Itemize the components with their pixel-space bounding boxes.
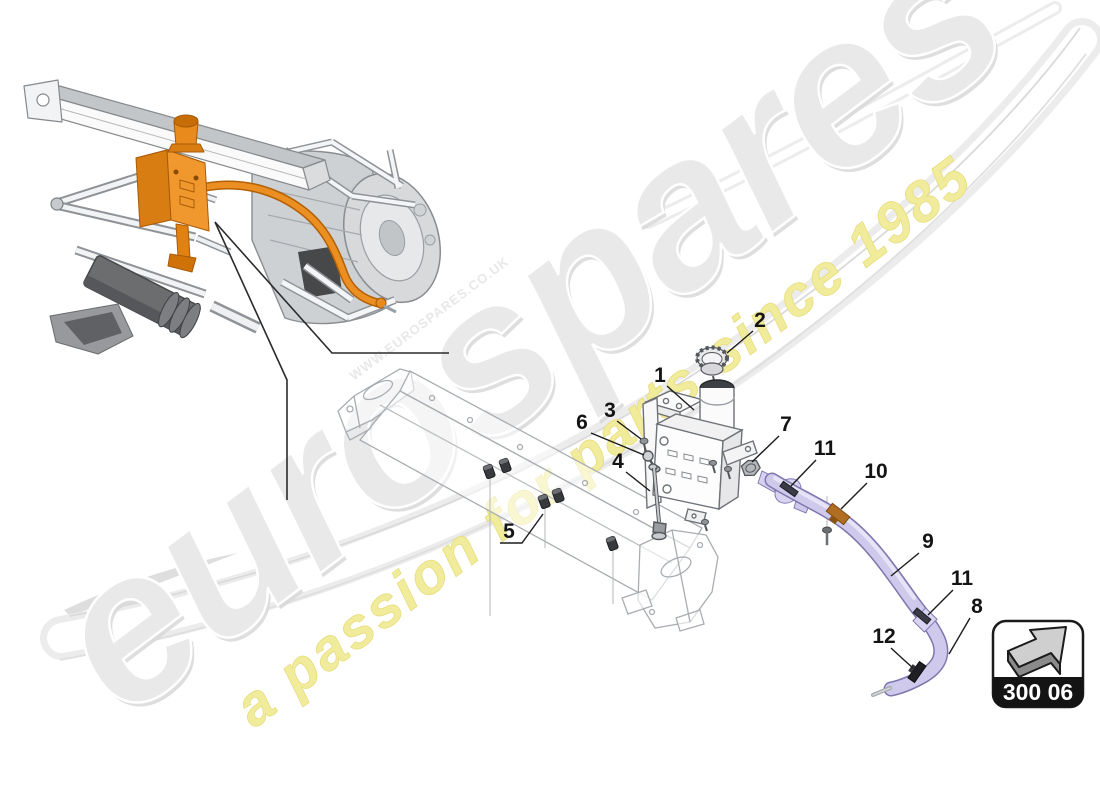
callout-7: 7 (751, 413, 792, 463)
callout-3: 3 (604, 399, 642, 440)
callout-5-label: 5 (503, 520, 515, 543)
clamp-screw (822, 526, 832, 545)
reservoir-assembly (639, 345, 758, 541)
part-code-label: 300 06 (1003, 679, 1073, 705)
callout-11b: 11 (927, 567, 974, 616)
hose-nut (740, 459, 761, 477)
callout-10-label: 10 (864, 460, 887, 483)
mounting-screws (639, 437, 732, 532)
callout-11b-label: 11 (951, 567, 974, 590)
callout-12: 12 (872, 625, 914, 669)
callout-2-label: 2 (754, 309, 766, 332)
callout-8: 8 (948, 595, 983, 655)
isometric-overview (23, 79, 449, 500)
callout-4-label: 4 (612, 450, 624, 473)
callout-6: 6 (576, 411, 645, 456)
frame-clips (482, 457, 619, 552)
part-code-badge: 300 06 (991, 619, 1085, 709)
callout-5: 5 (500, 513, 544, 544)
driveshaft (83, 255, 201, 339)
location-pointer-lines (214, 221, 449, 500)
highlighted-reservoir-parts (135, 114, 397, 314)
end-clamp (907, 660, 927, 684)
frame-crossmember (337, 368, 719, 632)
callout-9: 9 (890, 530, 934, 577)
callout-11a-label: 11 (814, 437, 837, 460)
hose-clamp-11a (779, 480, 799, 498)
exploded-view (337, 345, 949, 697)
spacer-rod (648, 463, 667, 541)
bracket-clamp (825, 502, 851, 526)
callout-10: 10 (840, 460, 888, 510)
callout-3-label: 3 (604, 399, 616, 422)
driveshaft-bracket (49, 300, 261, 355)
direction-arrow-icon (1007, 626, 1067, 678)
callout-1: 1 (654, 364, 695, 411)
reservoir-cap (695, 345, 729, 386)
callout-4: 4 (612, 450, 651, 492)
callout-6-label: 6 (576, 411, 588, 434)
callouts: 1 2 3 4 5 6 7 8 9 10 (500, 309, 983, 669)
callout-7-label: 7 (780, 413, 792, 436)
callout-9-label: 9 (922, 530, 934, 553)
callout-12-label: 12 (872, 625, 895, 648)
hose-assembly (740, 459, 949, 697)
hose-clamp-11b (912, 607, 932, 625)
callout-2: 2 (726, 309, 766, 354)
callout-1-label: 1 (654, 364, 666, 387)
callout-11a: 11 (790, 437, 837, 487)
callout-8-label: 8 (971, 595, 983, 618)
